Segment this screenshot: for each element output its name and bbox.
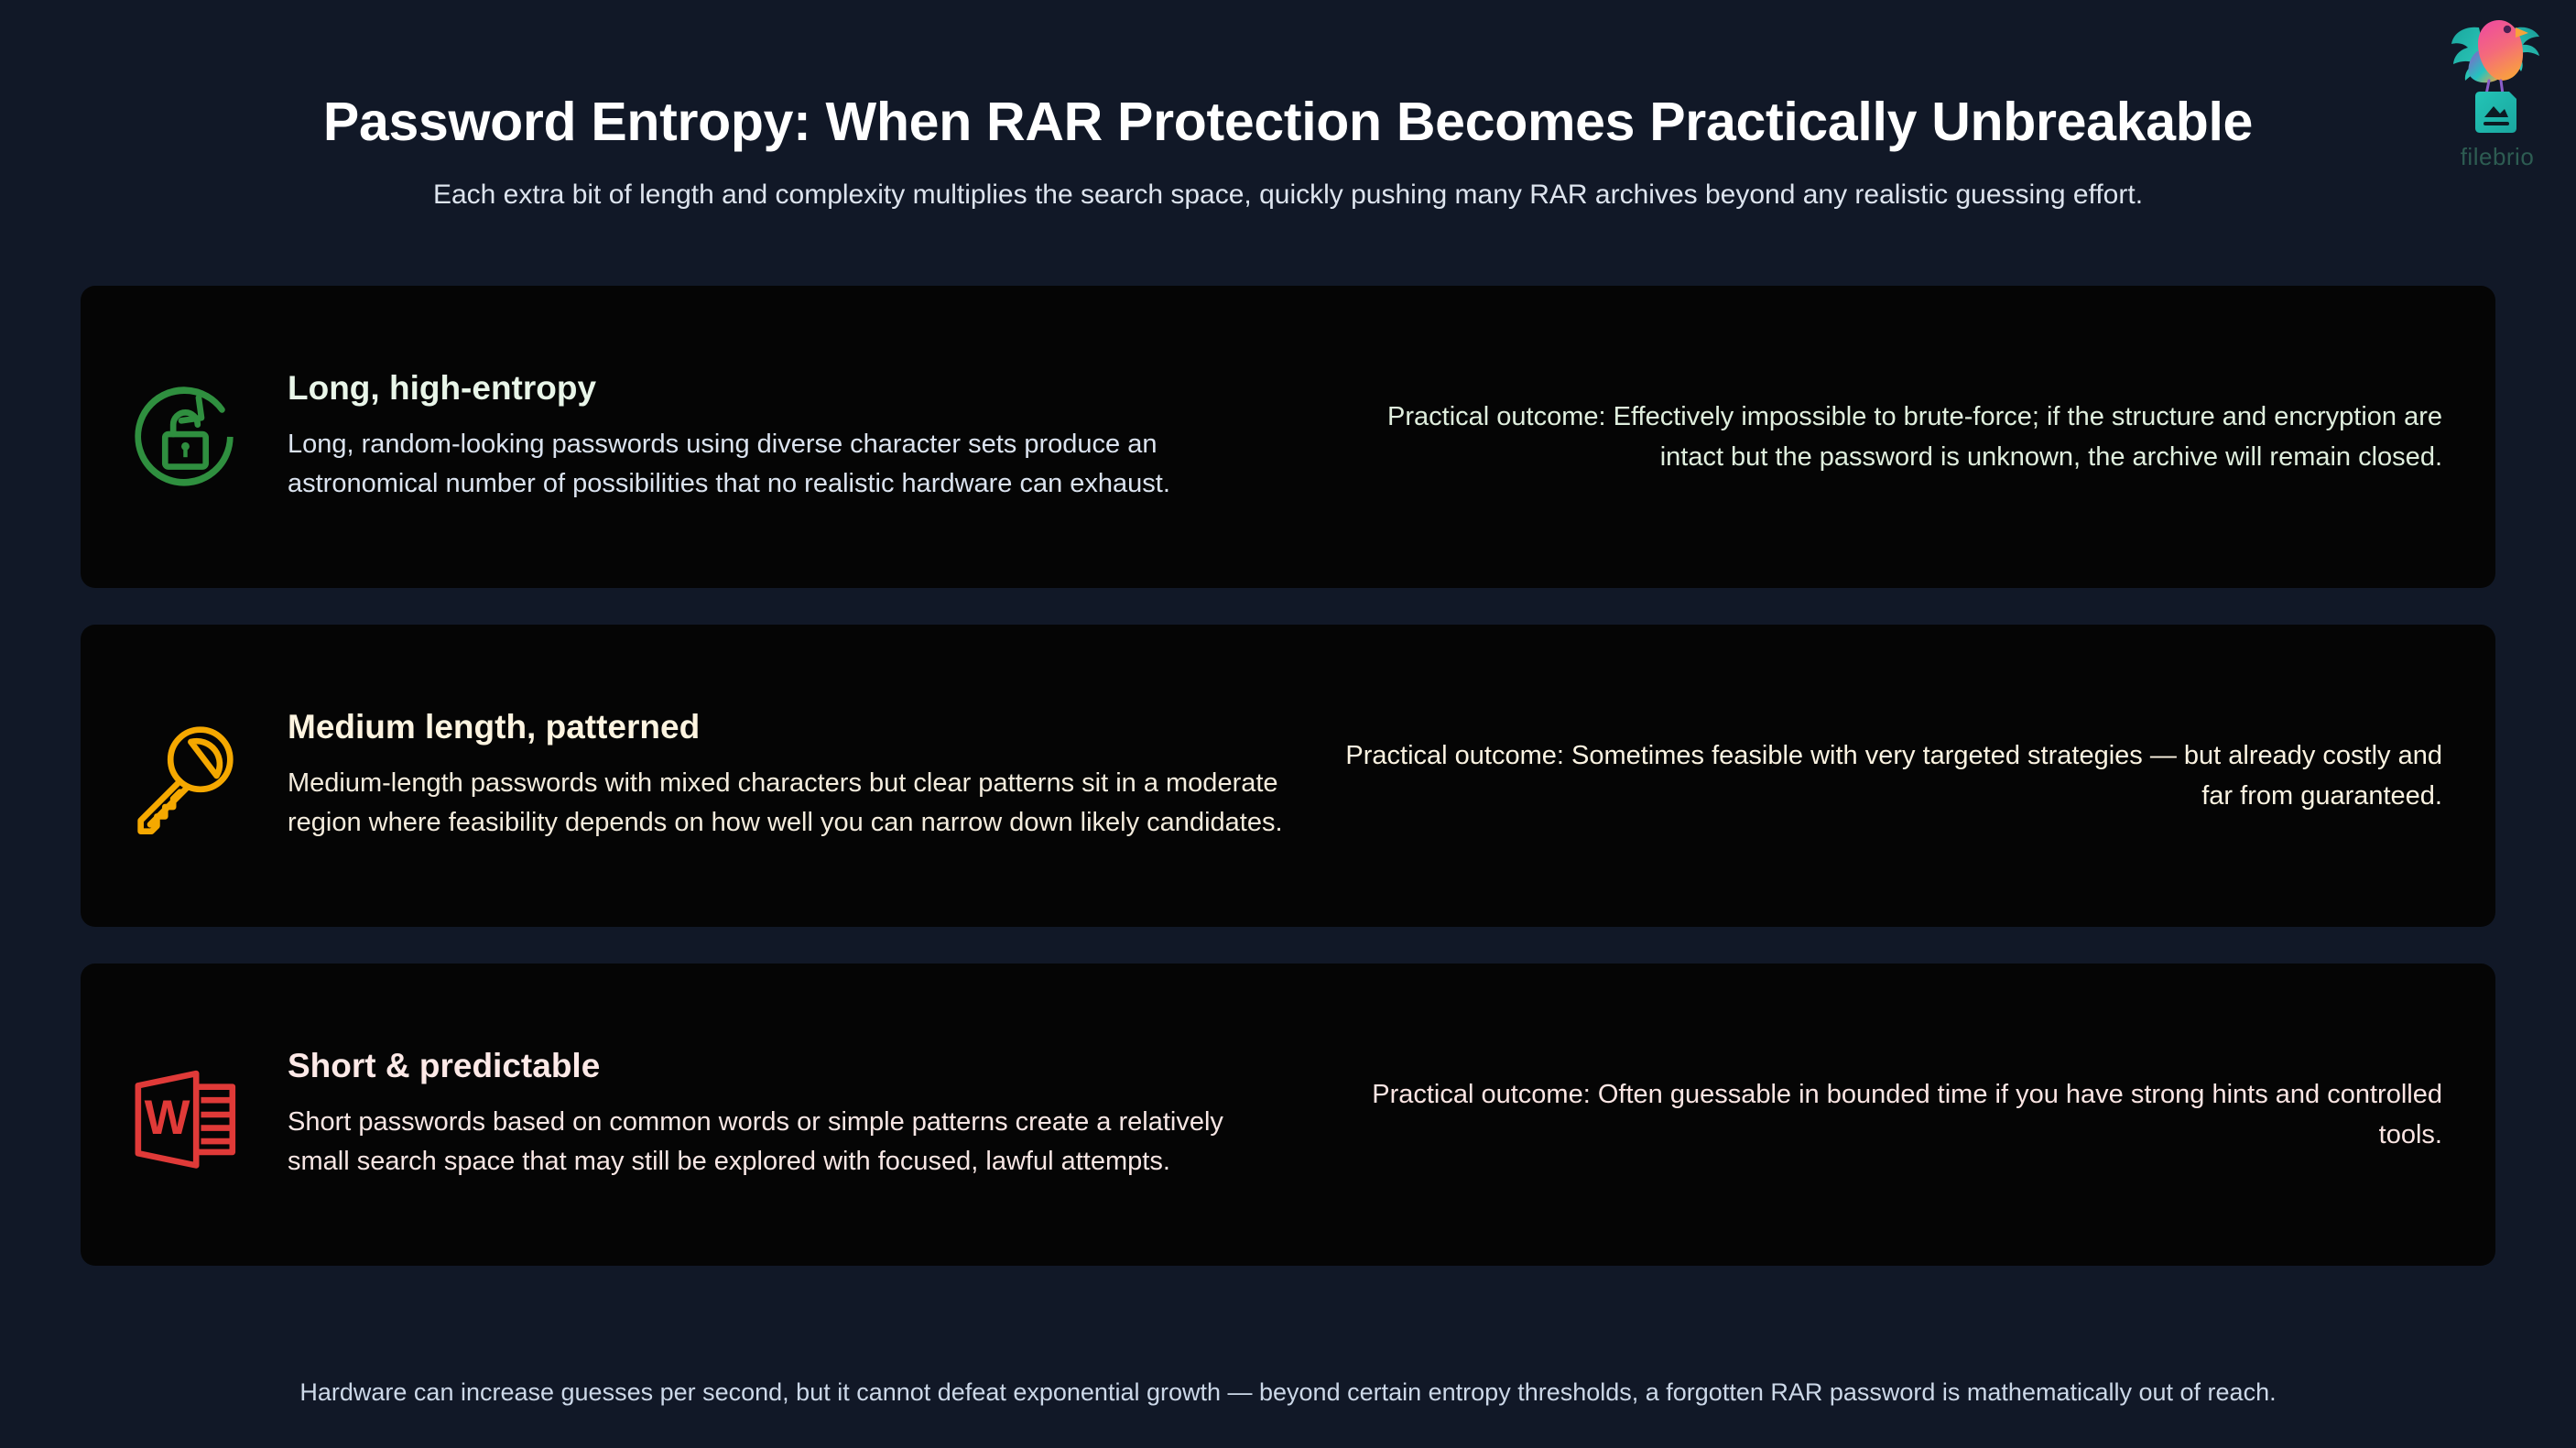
page-header: Password Entropy: When RAR Protection Be… <box>0 0 2576 212</box>
brand-wordmark: filebrio <box>2460 143 2535 170</box>
card-heading: Long, high-entropy <box>288 369 597 408</box>
key-icon <box>137 726 234 835</box>
word-document-icon: W <box>135 1070 236 1169</box>
card-heading: Medium length, patterned <box>288 708 701 746</box>
card-heading: Short & predictable <box>288 1047 601 1085</box>
footer-note: Hardware can increase guesses per second… <box>299 1378 2277 1407</box>
entropy-card-medium-length-patterned: Medium length, patterned Medium-length p… <box>81 625 2495 927</box>
bird-on-file-logo-icon <box>2451 20 2539 133</box>
brand-logo: filebrio <box>2439 7 2556 177</box>
page-title: Password Entropy: When RAR Protection Be… <box>322 92 2254 152</box>
page-footer: Hardware can increase guesses per second… <box>0 1338 2576 1448</box>
card-main-column: Medium length, patterned Medium-length p… <box>288 708 1322 844</box>
page-subtitle: Each extra bit of length and complexity … <box>432 179 2144 210</box>
card-icon-slot <box>81 708 288 844</box>
card-outcome-text: Practical outcome: Effectively impossibl… <box>1387 401 2442 472</box>
card-body-text: Medium-length passwords with mixed chara… <box>288 768 1283 838</box>
svg-text:W: W <box>145 1091 190 1145</box>
card-main-column: Long, high-entropy Long, random-looking … <box>288 369 1322 505</box>
entropy-card-long-high-entropy: Long, high-entropy Long, random-looking … <box>81 286 2495 588</box>
card-icon-slot <box>81 369 288 505</box>
card-icon-slot: W <box>81 1054 288 1175</box>
card-outcome-text: Practical outcome: Often guessable in bo… <box>1372 1079 2442 1149</box>
entropy-card-short-predictable: W Short & predictable Short passwords ba… <box>81 964 2495 1266</box>
cards-container: Long, high-entropy Long, random-looking … <box>81 286 2495 1302</box>
card-body-text: Short passwords based on common words or… <box>288 1106 1223 1177</box>
unlock-refresh-icon <box>135 386 234 486</box>
card-outcome-text: Practical outcome: Sometimes feasible wi… <box>1345 740 2442 811</box>
card-body-text: Long, random-looking passwords using div… <box>288 429 1170 499</box>
card-main-column: Short & predictable Short passwords base… <box>288 1047 1322 1182</box>
